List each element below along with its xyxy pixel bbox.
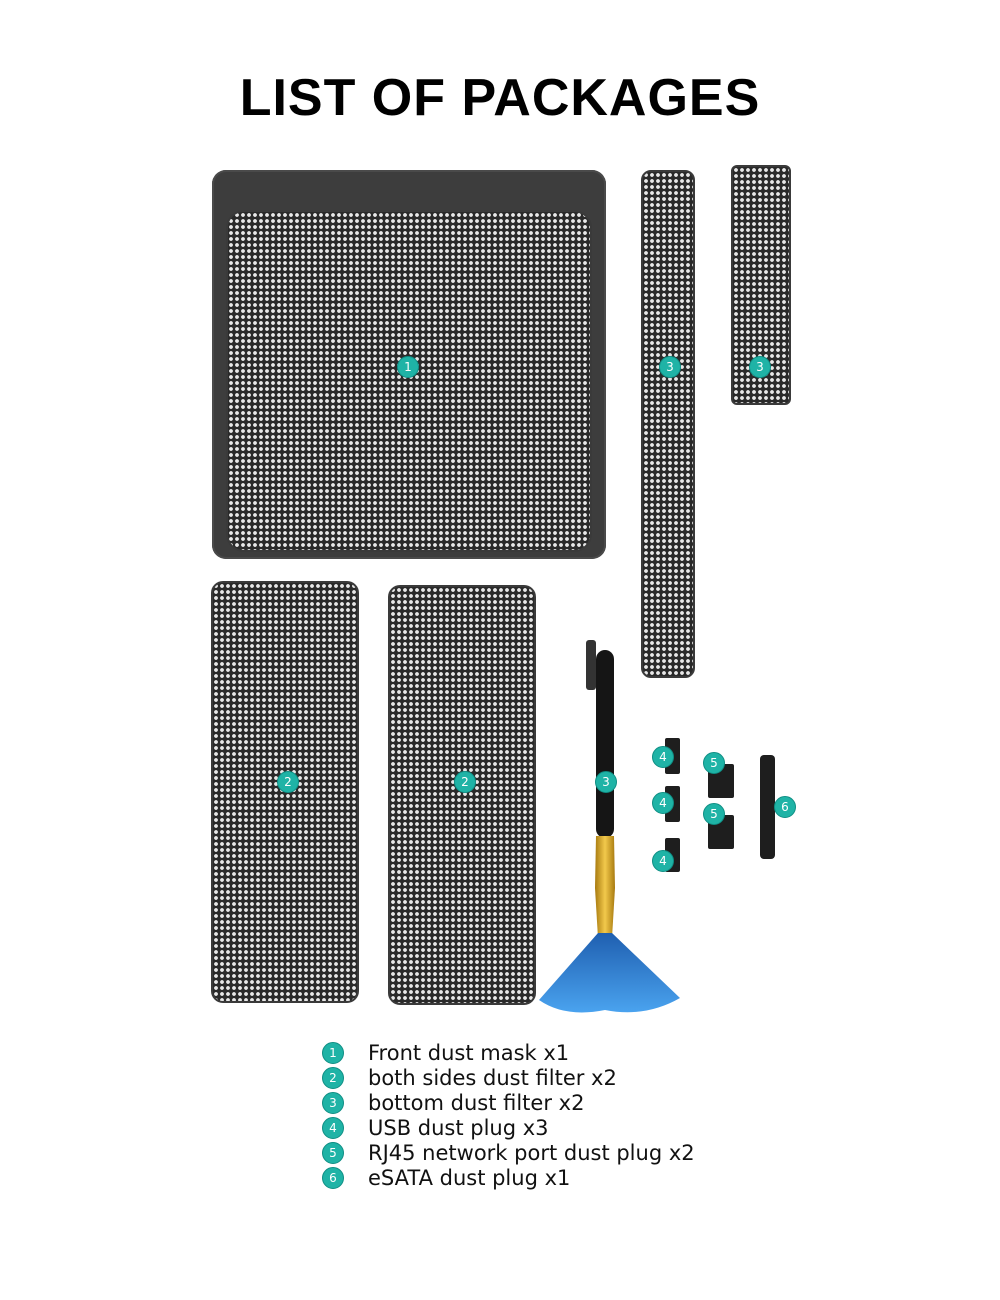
callout-usb-3: 4 xyxy=(652,850,674,872)
package-legend: 1 Front dust mask x1 2 both sides dust f… xyxy=(322,1040,695,1190)
callout-front-mask: 1 xyxy=(397,356,419,378)
front-mask-tab xyxy=(586,640,596,690)
legend-number-badge: 1 xyxy=(322,1041,344,1064)
legend-item: 4 USB dust plug x3 xyxy=(322,1115,695,1140)
side-dust-filter-right xyxy=(388,585,536,1005)
legend-item: 5 RJ45 network port dust plug x2 xyxy=(322,1140,695,1165)
legend-item: 2 both sides dust filter x2 xyxy=(322,1065,695,1090)
side-dust-filter-left xyxy=(211,581,359,1003)
callout-esata: 6 xyxy=(774,796,796,818)
brush-bristles xyxy=(539,933,680,1013)
legend-number-badge: 5 xyxy=(322,1141,344,1164)
legend-label: both sides dust filter x2 xyxy=(368,1065,617,1090)
legend-label: RJ45 network port dust plug x2 xyxy=(368,1140,695,1165)
callout-bottom-filter-long: 3 xyxy=(659,356,681,378)
callout-rj45-1: 5 xyxy=(703,752,725,774)
legend-number-badge: 2 xyxy=(322,1066,344,1089)
callout-rj45-2: 5 xyxy=(703,803,725,825)
esata-dust-plug xyxy=(760,755,775,859)
legend-item: 6 eSATA dust plug x1 xyxy=(322,1165,695,1190)
front-mask-mesh xyxy=(226,210,592,552)
callout-side-filter-left: 2 xyxy=(277,771,299,793)
legend-label: USB dust plug x3 xyxy=(368,1115,549,1140)
callout-brush: 3 xyxy=(595,771,617,793)
page-title: LIST OF PACKAGES xyxy=(239,69,761,127)
legend-item: 1 Front dust mask x1 xyxy=(322,1040,695,1065)
cleaning-brush xyxy=(539,650,680,1013)
brush-ferrule xyxy=(595,836,615,938)
callout-side-filter-right: 2 xyxy=(454,771,476,793)
bottom-dust-filter-long xyxy=(641,170,695,678)
legend-label: Front dust mask x1 xyxy=(368,1040,570,1065)
legend-label: bottom dust filter x2 xyxy=(368,1090,585,1115)
front-dust-mask xyxy=(212,170,606,690)
callout-usb-2: 4 xyxy=(652,792,674,814)
legend-item: 3 bottom dust filter x2 xyxy=(322,1090,695,1115)
callout-usb-1: 4 xyxy=(652,746,674,768)
legend-label: eSATA dust plug x1 xyxy=(368,1165,571,1190)
legend-number-badge: 4 xyxy=(322,1116,344,1139)
callout-bottom-filter-short: 3 xyxy=(749,356,771,378)
legend-number-badge: 6 xyxy=(322,1166,344,1189)
brush-handle xyxy=(596,650,614,838)
legend-number-badge: 3 xyxy=(322,1091,344,1114)
